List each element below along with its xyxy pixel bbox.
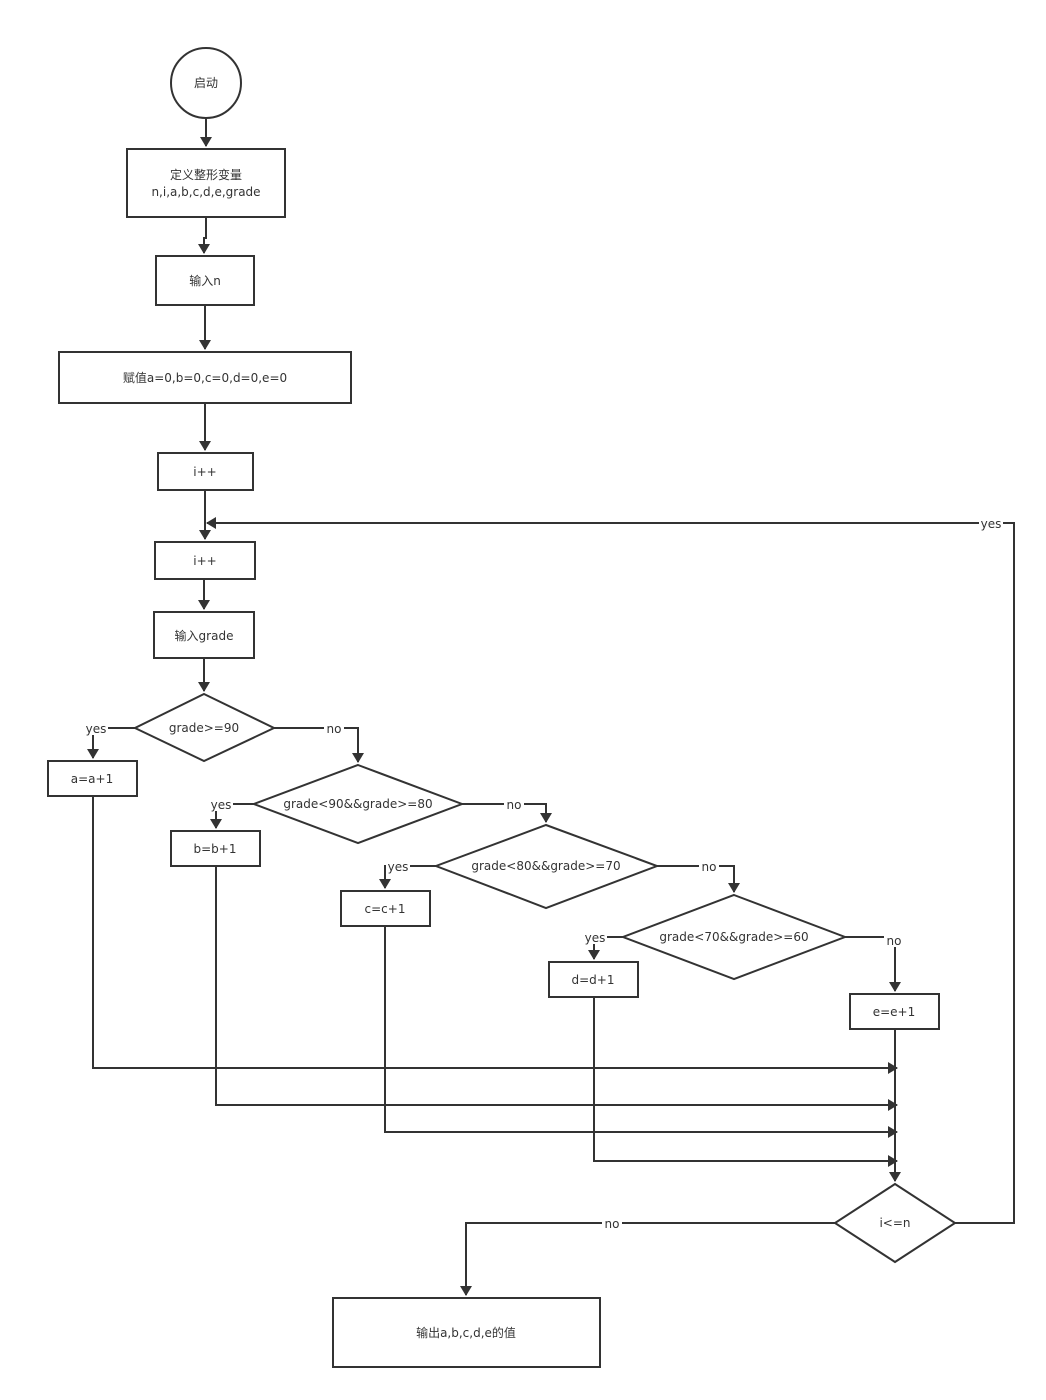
cond-70-label: grade<80&&grade>=70 [471,859,620,873]
node-cond-90[interactable]: grade>=90 [132,692,277,763]
node-cond-60[interactable]: grade<70&&grade>=60 [620,893,848,981]
cond-90-label: grade>=90 [169,721,239,735]
edge-loop-yes [206,517,1015,1224]
node-increment-2[interactable]: i++ [154,541,256,580]
cond70-no-label: no [702,860,717,874]
node-cond-80[interactable]: grade<90&&grade>=80 [251,763,465,845]
cond90-yes-label: yes [86,722,107,736]
d-increment-label: d=d+1 [572,973,615,987]
cond90-no-label: no [327,722,342,736]
node-define-variables[interactable]: 定义整形变量 n,i,a,b,c,d,e,grade [126,148,286,218]
node-a-increment[interactable]: a=a+1 [47,760,138,797]
node-start[interactable]: 启动 [170,47,242,119]
node-input-grade[interactable]: 输入grade [153,611,255,659]
cond60-yes-label: yes [585,931,606,945]
loop-condition-label: i<=n [879,1216,910,1230]
input-n-label: 输入n [189,273,221,288]
define-label-line2: n,i,a,b,c,d,e,grade [151,185,260,199]
edge-labels: yes no yes no yes no yes no yes no [84,516,1003,1231]
node-b-increment[interactable]: b=b+1 [170,830,261,867]
e-increment-label: e=e+1 [873,1005,916,1019]
edge-d-merge [593,997,898,1167]
edge-cond70-no [657,865,740,893]
edges [87,118,1015,1296]
cond80-no-label: no [507,798,522,812]
node-increment-1[interactable]: i++ [157,452,254,491]
increment-2-label: i++ [193,554,216,568]
edge-cond90-no [274,727,364,763]
assign-label: 赋值a=0,b=0,c=0,d=0,e=0 [123,370,287,385]
edge-loop-no [460,1222,835,1296]
cond70-yes-label: yes [388,860,409,874]
edge-cond70-yes [379,865,436,889]
cond-80-label: grade<90&&grade>=80 [283,797,432,811]
node-cond-70[interactable]: grade<80&&grade>=70 [433,823,660,910]
c-increment-label: c=c+1 [365,902,406,916]
edge-a-merge [92,796,898,1074]
edge-cond80-no [462,803,552,823]
start-label: 启动 [194,76,218,90]
node-input-n[interactable]: 输入n [155,255,255,306]
define-label-line1: 定义整形变量 [170,167,242,182]
node-loop-condition[interactable]: i<=n [833,1182,957,1264]
output-label: 输出a,b,c,d,e的值 [416,1325,516,1340]
edge-b-merge [215,866,898,1111]
node-assign[interactable]: 赋值a=0,b=0,c=0,d=0,e=0 [58,351,352,404]
loop-no-label: no [605,1217,620,1231]
b-increment-label: b=b+1 [194,842,237,856]
loop-yes-label: yes [981,517,1002,531]
node-output[interactable]: 输出a,b,c,d,e的值 [332,1297,601,1368]
node-d-increment[interactable]: d=d+1 [548,961,639,998]
node-c-increment[interactable]: c=c+1 [340,890,431,927]
cond60-no-label: no [887,934,902,948]
increment-1-label: i++ [193,465,216,479]
edge-define-input-n [198,217,210,254]
edge-c-merge [384,926,898,1138]
cond-60-label: grade<70&&grade>=60 [659,930,808,944]
node-e-increment[interactable]: e=e+1 [849,993,940,1030]
input-grade-label: 输入grade [175,628,234,643]
a-increment-label: a=a+1 [71,772,113,786]
cond80-yes-label: yes [211,798,232,812]
